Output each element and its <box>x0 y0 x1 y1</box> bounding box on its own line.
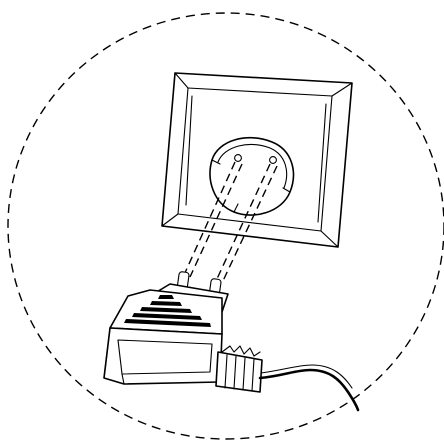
socket-hole-right <box>270 157 277 164</box>
power-adapter <box>104 271 358 410</box>
power-cable <box>260 370 358 410</box>
cable-strain-relief <box>216 346 262 392</box>
adapter-front-face <box>104 328 222 384</box>
wall-socket <box>162 73 352 247</box>
socket-hole-left <box>235 155 242 162</box>
